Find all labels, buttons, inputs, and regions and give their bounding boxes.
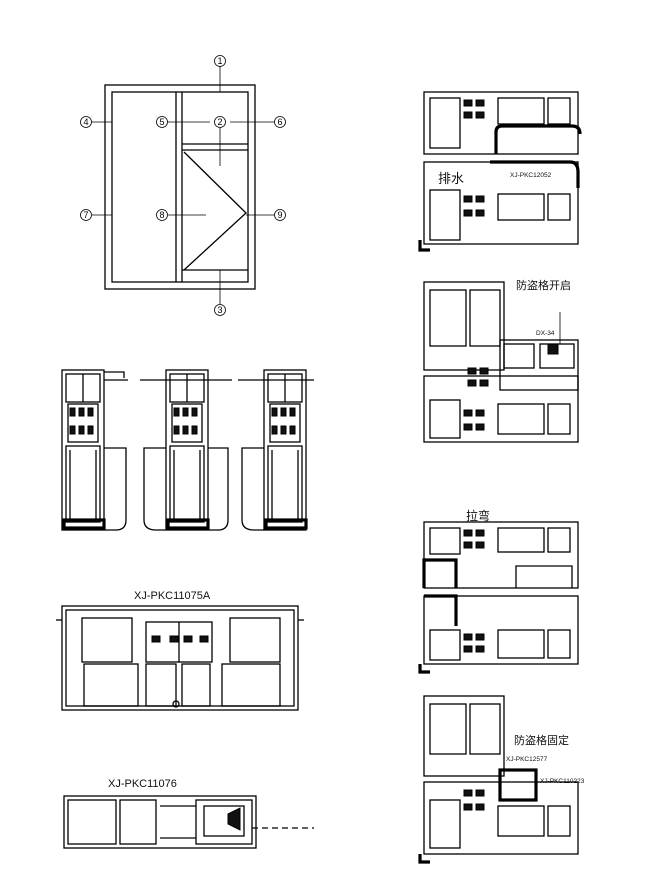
label-xj-pkc11075a: XJ-PKC11075A [134, 590, 211, 602]
section-xj-pkc11076 [63, 795, 314, 849]
section-xj-pkc11075a [56, 605, 304, 711]
marker-5-label: 5 [159, 117, 164, 127]
marker-9-label: 9 [277, 210, 282, 220]
label-antitheft-open: 防盗格开启 [516, 279, 571, 292]
marker-1: 1 [214, 55, 226, 67]
marker-8: 8 [156, 209, 168, 221]
label-xj-pkc12052: XJ-PKC12052 [510, 172, 552, 179]
elevation-markers: 1 2 3 4 5 6 7 8 9 [80, 55, 286, 316]
marker-7: 7 [80, 209, 92, 221]
marker-9: 9 [274, 209, 286, 221]
label-drain: 排水 [438, 172, 465, 187]
marker-4: 4 [80, 116, 92, 128]
mullion-section-a [61, 369, 128, 531]
window-elevation [92, 66, 274, 304]
marker-8-label: 8 [159, 210, 164, 220]
marker-5: 5 [156, 116, 168, 128]
marker-4-label: 4 [83, 117, 88, 127]
section-antitheft-open [423, 281, 579, 443]
marker-1-label: 1 [217, 56, 222, 66]
marker-6: 6 [274, 116, 286, 128]
marker-2-label: 2 [217, 117, 222, 127]
label-xj-pkc110223: XJ-PKC110223 [540, 778, 585, 785]
marker-7-label: 7 [83, 210, 88, 220]
mullion-section-c [238, 369, 314, 531]
marker-6-label: 6 [277, 117, 282, 127]
label-bend: 拉弯 [466, 509, 491, 523]
section-antitheft-fixed [418, 695, 579, 864]
marker-2: 2 [214, 116, 226, 128]
section-bend [418, 521, 579, 674]
label-xj-pkc12577: XJ-PKC12577 [506, 756, 548, 763]
label-dx34: DX-34 [536, 330, 555, 337]
label-xj-pkc11076: XJ-PKC11076 [108, 778, 177, 790]
marker-3-label: 3 [217, 305, 222, 315]
mullion-section-b [140, 369, 232, 531]
label-antitheft-fixed: 防盗格固定 [514, 734, 569, 747]
marker-3: 3 [214, 304, 226, 316]
section-drain [418, 91, 582, 252]
